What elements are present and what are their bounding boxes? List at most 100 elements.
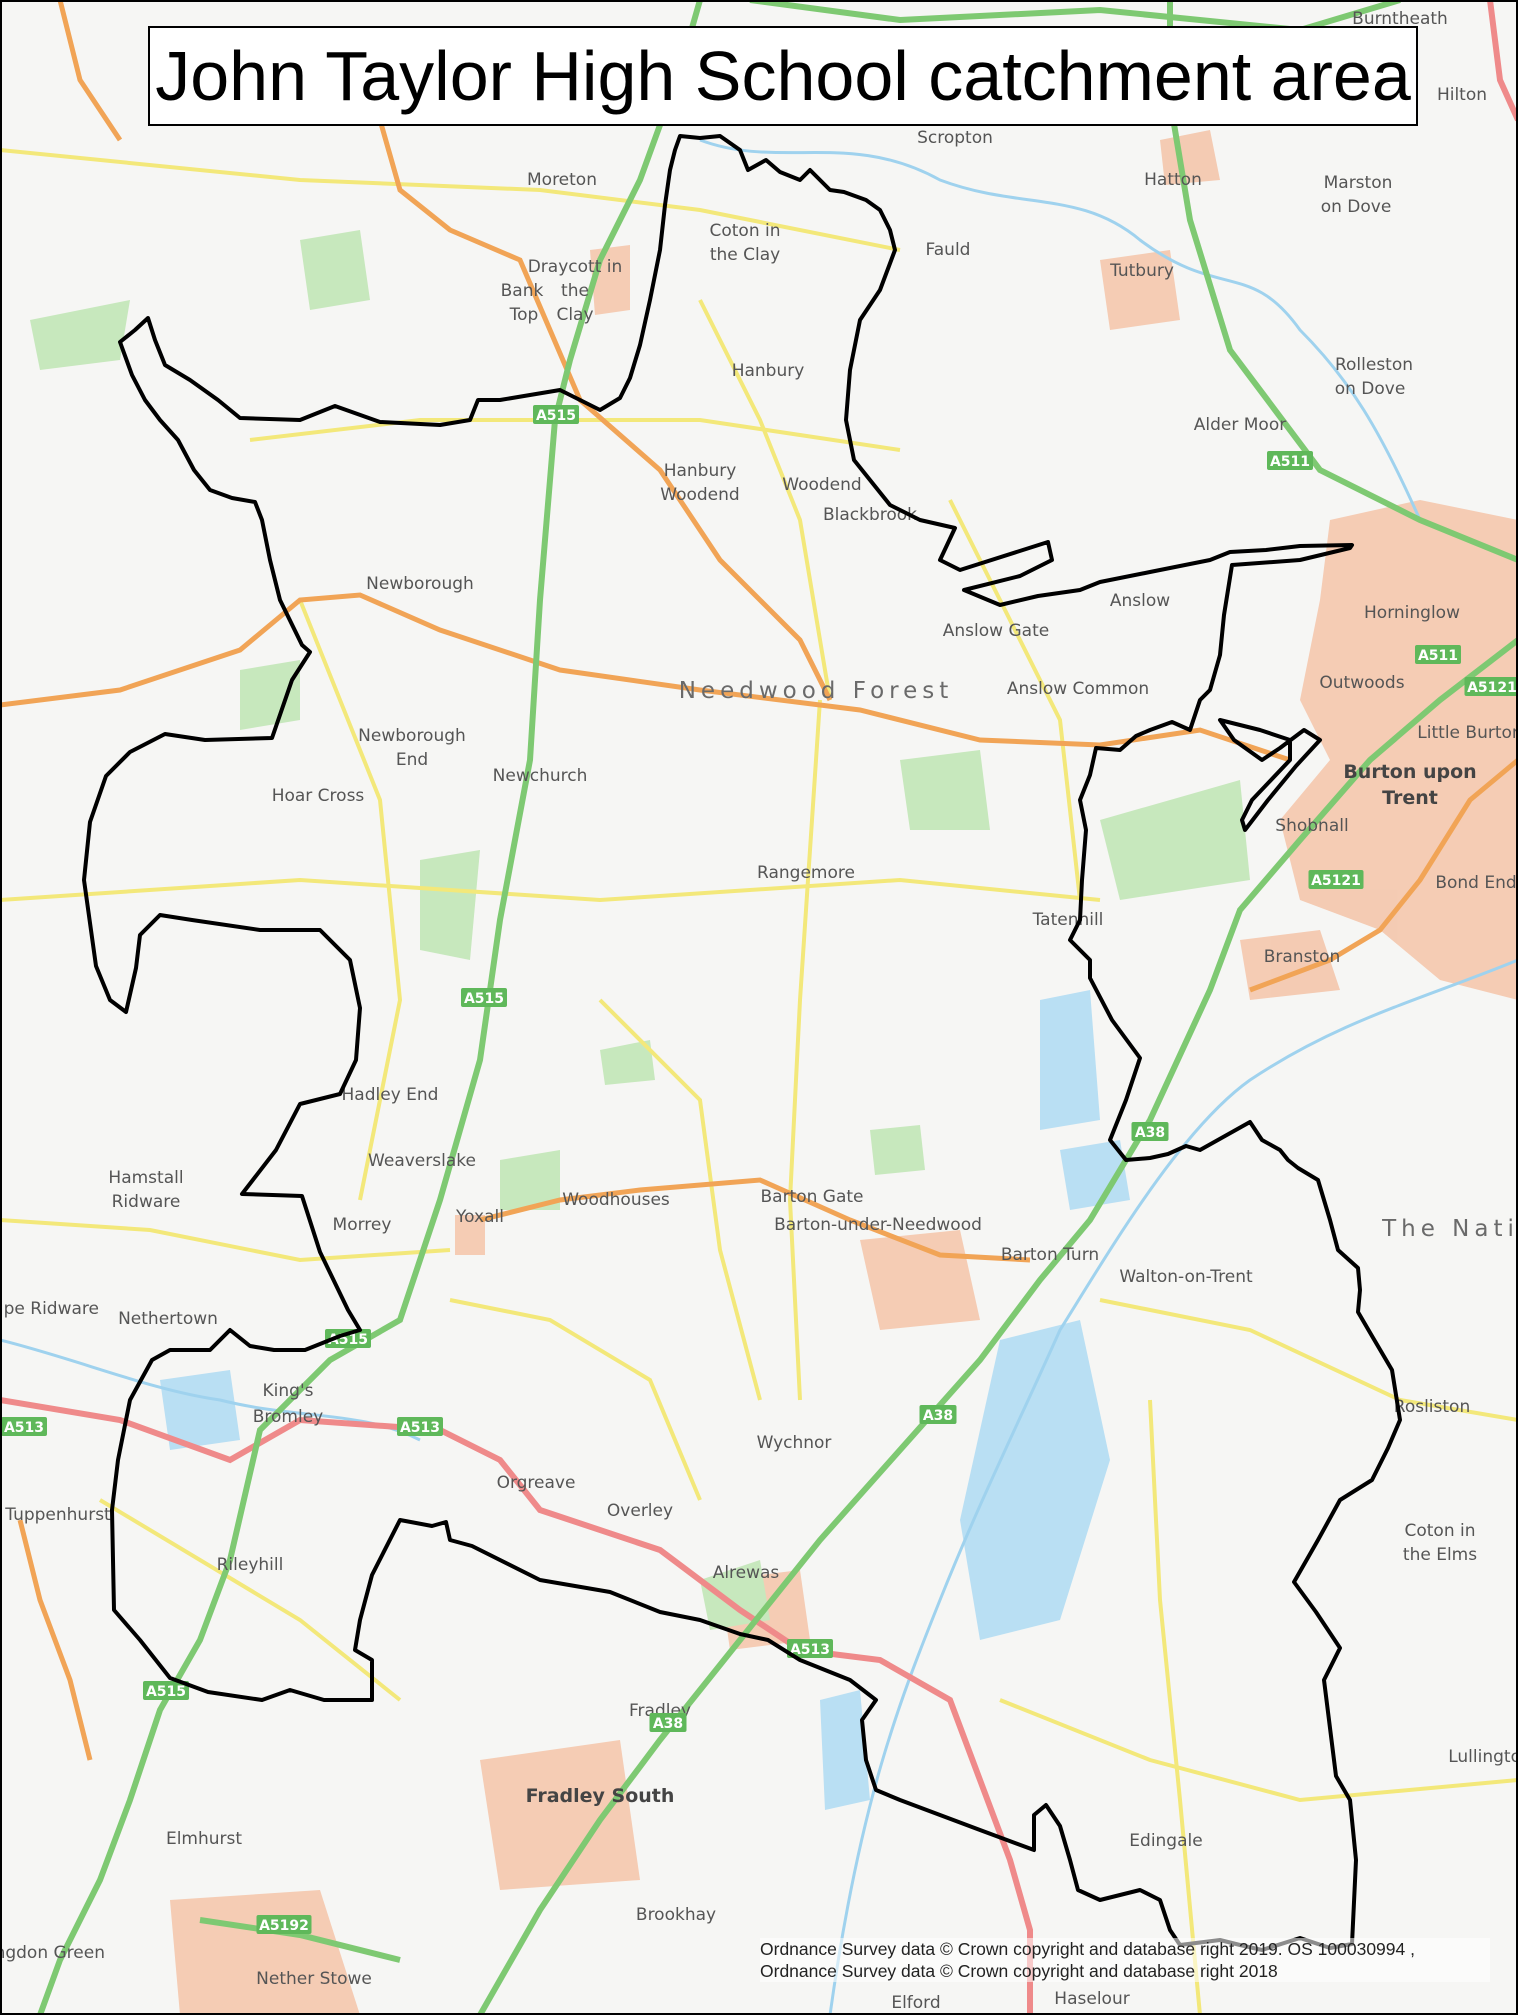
road-shield-bg — [1267, 451, 1313, 470]
road-shield: A515 — [461, 988, 507, 1007]
place-label: Nethertown — [118, 1309, 218, 1329]
wood-8 — [240, 660, 300, 730]
road-shield-bg — [325, 1329, 371, 1348]
water-bodies — [160, 990, 1130, 1810]
map-title-box: John Taylor High School catchment area — [148, 26, 1418, 126]
road-draycott-needwood — [377, 119, 833, 702]
road-woodhouses — [479, 1177, 1031, 1263]
urban-nether-stowe — [170, 1890, 360, 2015]
place-label: Alder Moor — [1194, 415, 1286, 435]
road-shield: A513 — [1, 1417, 47, 1436]
place-label: Edingale — [1129, 1831, 1202, 1851]
road-shield-bg — [1464, 677, 1518, 696]
road-shield-label: A5121 — [1311, 873, 1361, 889]
place-label: Ridware — [112, 1192, 181, 1212]
urban-fradley-south — [480, 1740, 640, 1890]
catchment-boundary[interactable] — [82, 134, 1402, 1952]
place-label: Brookhay — [636, 1905, 716, 1925]
place-label: Marston — [1324, 173, 1393, 193]
wood-1 — [300, 230, 370, 310]
place-label: Horninglow — [1364, 603, 1460, 623]
place-label: Elmhurst — [166, 1829, 242, 1849]
place-label: Tuppenhurst — [4, 1505, 111, 1525]
place-label: Burntheath — [1352, 9, 1448, 29]
wood-10 — [700, 1560, 770, 1630]
road-shield-bg — [787, 1639, 833, 1658]
road-shield-label: A515 — [464, 991, 504, 1007]
place-label: Burton upon — [1343, 761, 1476, 783]
place-label: Top — [509, 305, 539, 325]
road-west-1 — [17, 1519, 93, 1761]
road-shield: A5121 — [1464, 677, 1518, 696]
place-label: Barton Turn — [1001, 1245, 1099, 1265]
minor-road-5 — [0, 877, 1101, 903]
place-label: Moreton — [527, 170, 597, 190]
wood-7 — [870, 1125, 925, 1175]
place-label: Alrewas — [713, 1563, 780, 1583]
urban-burton — [1280, 500, 1518, 1000]
place-label: Branston — [1264, 947, 1341, 967]
road-shield: A513 — [397, 1417, 443, 1436]
road-shield-bg — [1131, 1122, 1169, 1141]
place-label: Longdon Green — [0, 1943, 105, 1963]
place-label: The Natio — [1381, 1216, 1518, 1242]
place-label: Overley — [607, 1501, 673, 1521]
road-shield-bg — [533, 405, 579, 424]
place-label: the Clay — [710, 245, 780, 265]
place-label: Morrey — [333, 1215, 392, 1235]
road-shield: A515 — [533, 405, 579, 424]
road-shield-bg — [649, 1713, 687, 1732]
road-north-east-red — [1487, 0, 1518, 122]
place-label: Elford — [891, 1993, 940, 2013]
road-shield: A5192 — [256, 1915, 312, 1934]
place-label: Bromley — [253, 1407, 323, 1427]
road-shield-label: A511 — [1270, 454, 1310, 470]
minor-road-8 — [999, 1698, 1518, 1803]
wood-4 — [900, 750, 990, 830]
place-label: Anslow Common — [1007, 679, 1149, 699]
place-label: Woodend — [782, 475, 861, 495]
place-label: Scropton — [917, 128, 993, 148]
place-label: Pipe Ridware — [0, 1299, 99, 1319]
place-label: Anslow Gate — [943, 621, 1049, 641]
place-label: Little Burton — [1417, 723, 1518, 743]
place-label: Hilton — [1437, 85, 1487, 105]
place-label: Weaverslake — [368, 1151, 476, 1171]
map-attribution: Ordnance Survey data © Crown copyright a… — [760, 1938, 1490, 1982]
lake-kings-bromley — [160, 1370, 240, 1450]
road-shield-label: A5121 — [1467, 680, 1517, 696]
place-label: Hamstall — [108, 1168, 183, 1188]
minor-road-1 — [0, 148, 901, 252]
road-burton-ring — [1249, 758, 1518, 993]
place-label: Draycott in — [528, 257, 623, 277]
road-shield-bg — [256, 1915, 312, 1934]
minor-road-13 — [0, 1218, 451, 1263]
place-label: Rosliston — [1394, 1397, 1470, 1417]
place-label: Newborough — [358, 726, 466, 746]
rivers — [0, 138, 1518, 2015]
urban-yoxall — [455, 1215, 485, 1255]
place-label: Coton in — [709, 221, 780, 241]
road-shield-label: A513 — [4, 1420, 44, 1436]
road-a5192 — [199, 1917, 401, 1963]
minor-road-2 — [249, 418, 901, 452]
place-label: Hanbury — [664, 461, 737, 481]
wood-2 — [30, 300, 130, 370]
place-label: Tutbury — [1109, 261, 1174, 281]
place-label: Nether Stowe — [256, 1969, 372, 1989]
minor-road-11 — [1148, 1399, 1202, 2015]
road-newborough-burton — [0, 592, 1291, 763]
road-shield-bg — [461, 988, 507, 1007]
river-trent — [828, 958, 1518, 2015]
place-label: End — [396, 750, 428, 770]
place-label: Shobnall — [1275, 816, 1348, 836]
place-label: the Elms — [1403, 1545, 1477, 1565]
place-label: Needwood Forest — [679, 678, 954, 704]
minor-road-3 — [787, 699, 822, 1401]
minor-road-12 — [449, 1298, 702, 1501]
place-label: Blackbrook — [823, 505, 917, 525]
